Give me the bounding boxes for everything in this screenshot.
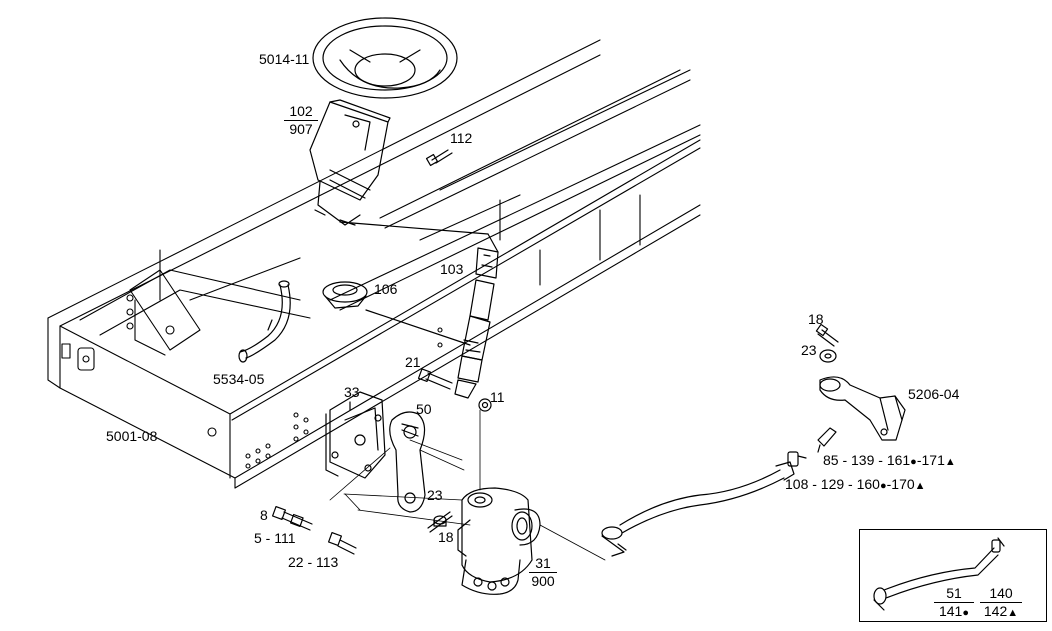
label-nut-11: 11: [490, 389, 505, 405]
label-boot-106: 106: [374, 281, 398, 297]
label-inset-b-den-text: 142: [983, 603, 1008, 619]
label-bolt-8: 8: [260, 507, 268, 523]
intermediate-shaft: [339, 221, 499, 399]
label-tie-rod-end-85: 85 - 139 - 161●-171▲: [823, 452, 956, 470]
label-frame: 5001-08: [106, 428, 158, 444]
bracket-33: [325, 391, 386, 479]
triangle-marker: ▲: [914, 480, 926, 492]
bolt-8: [271, 505, 313, 531]
bolt-112: [425, 149, 453, 167]
steering-gearbox: [457, 487, 541, 595]
label-gearbox-num: 31: [529, 555, 557, 573]
circle-marker: ●: [879, 480, 887, 492]
label-steering-wheel: 5014-11: [259, 51, 310, 67]
label-bolt-22-113: 22 - 113: [288, 554, 339, 570]
bolt-22-113: [327, 531, 357, 555]
label-u-joint-103: 103: [440, 261, 464, 277]
label-inset-b: 140 142▲: [980, 585, 1022, 622]
nut-23-right: [819, 349, 837, 363]
pin-18-left: [427, 511, 453, 533]
label-inset-a: 51 141●: [934, 585, 974, 622]
label-steering-column-num: 102: [284, 103, 318, 121]
inset-frame: [859, 529, 1047, 622]
label-inset-a-den: 141●: [934, 603, 974, 622]
label-tie-rod-end-85-text: 85 - 139 - 161: [823, 452, 911, 468]
label-bolt-21: 21: [405, 354, 421, 370]
label-bracket-33: 33: [344, 384, 360, 400]
boot-106: [322, 281, 471, 346]
label-inset-a-num: 51: [934, 585, 974, 603]
label-tie-rod-end-108-tail: -170: [886, 476, 915, 492]
label-gearbox-den: 900: [531, 573, 555, 589]
pitman-arm-50: [389, 411, 426, 513]
circle-marker: ●: [962, 607, 969, 619]
inset-tie-rod: [873, 537, 1005, 611]
label-nut-23-left: 23: [427, 487, 443, 503]
label-bolt-112: 112: [450, 130, 473, 146]
label-inset-b-num: 140: [980, 585, 1022, 603]
label-inset-a-den-text: 141: [938, 603, 963, 619]
label-inset-b-den: 142▲: [980, 603, 1022, 622]
label-nut-23-right: 23: [801, 342, 817, 358]
steering-wheel: [312, 17, 458, 99]
hose-5534-05: [238, 280, 291, 363]
triangle-marker: ▲: [944, 456, 956, 468]
nut-11: [478, 398, 492, 412]
label-tie-rod-end-85-tail: -171: [916, 452, 945, 468]
bolt-18-right: [815, 323, 839, 347]
label-pitman-arm-50: 50: [416, 401, 432, 417]
label-arm: 5206-04: [908, 386, 960, 402]
label-tie-rod-end-108: 108 - 129 - 160●-170▲: [785, 476, 926, 494]
label-gearbox: 31 900: [529, 555, 557, 590]
label-tie-rod-end-108-text: 108 - 129 - 160: [785, 476, 880, 492]
label-bolt-5-111: 5 - 111: [254, 530, 296, 546]
drag-link: [601, 461, 795, 557]
label-hose: 5534-05: [213, 371, 265, 387]
circle-marker: ●: [910, 456, 917, 468]
bolt-21: [417, 368, 453, 390]
label-steering-column-den: 907: [289, 121, 313, 137]
leader-lines: [329, 409, 606, 561]
tie-rod-end-108: [787, 451, 807, 467]
tie-rod-end-85: [817, 427, 837, 453]
triangle-marker: ▲: [1007, 607, 1019, 619]
label-bolt-18-right: 18: [808, 311, 824, 327]
steering-column-housing: [309, 99, 391, 226]
label-pin-18-left: 18: [438, 529, 454, 545]
arm-5206-04: [819, 376, 906, 441]
label-steering-column: 102 907: [284, 103, 318, 138]
chassis-frame: [47, 39, 701, 489]
